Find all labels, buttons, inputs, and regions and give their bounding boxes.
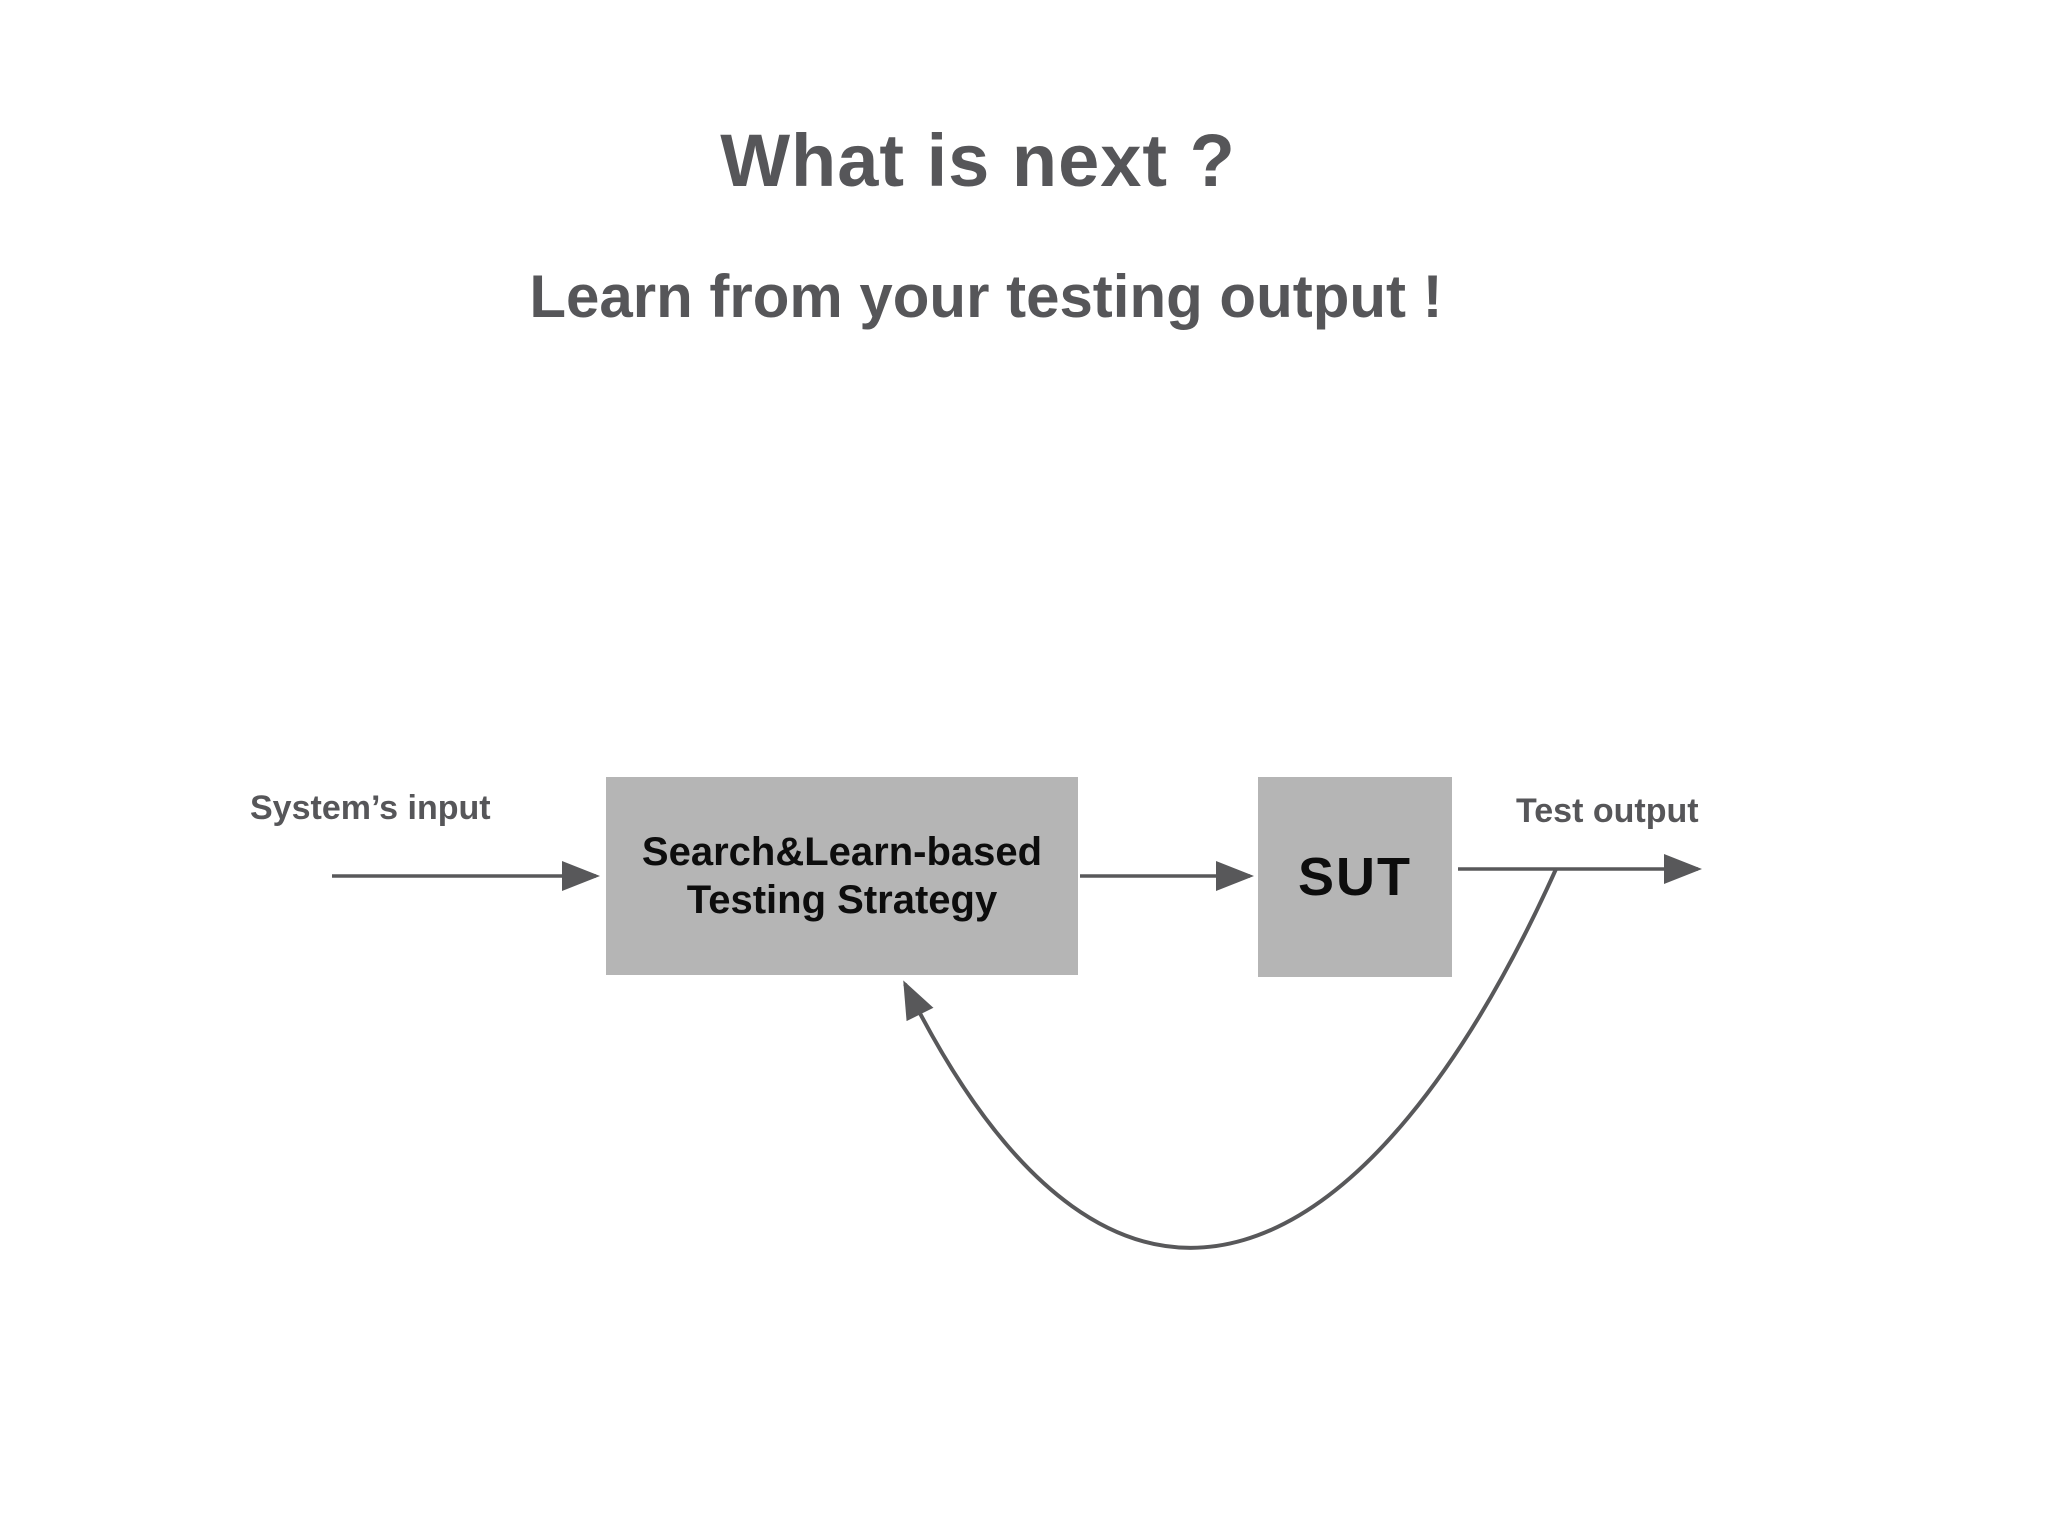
sut-box-label: SUT [1298,847,1412,907]
strategy-box-line1: Search&Learn-based [641,830,1043,874]
slide-title: What is next ? [720,119,1236,202]
strategy-box-line2: Testing Strategy [686,878,998,922]
test-output-label: Test output [1516,792,1699,830]
system-input-label: System’s input [250,789,491,827]
strategy-box: Search&Learn-based Testing Strategy [606,777,1078,975]
slide-subtitle: Learn from your testing output ! [529,263,1443,330]
sut-box: SUT [1258,777,1452,977]
